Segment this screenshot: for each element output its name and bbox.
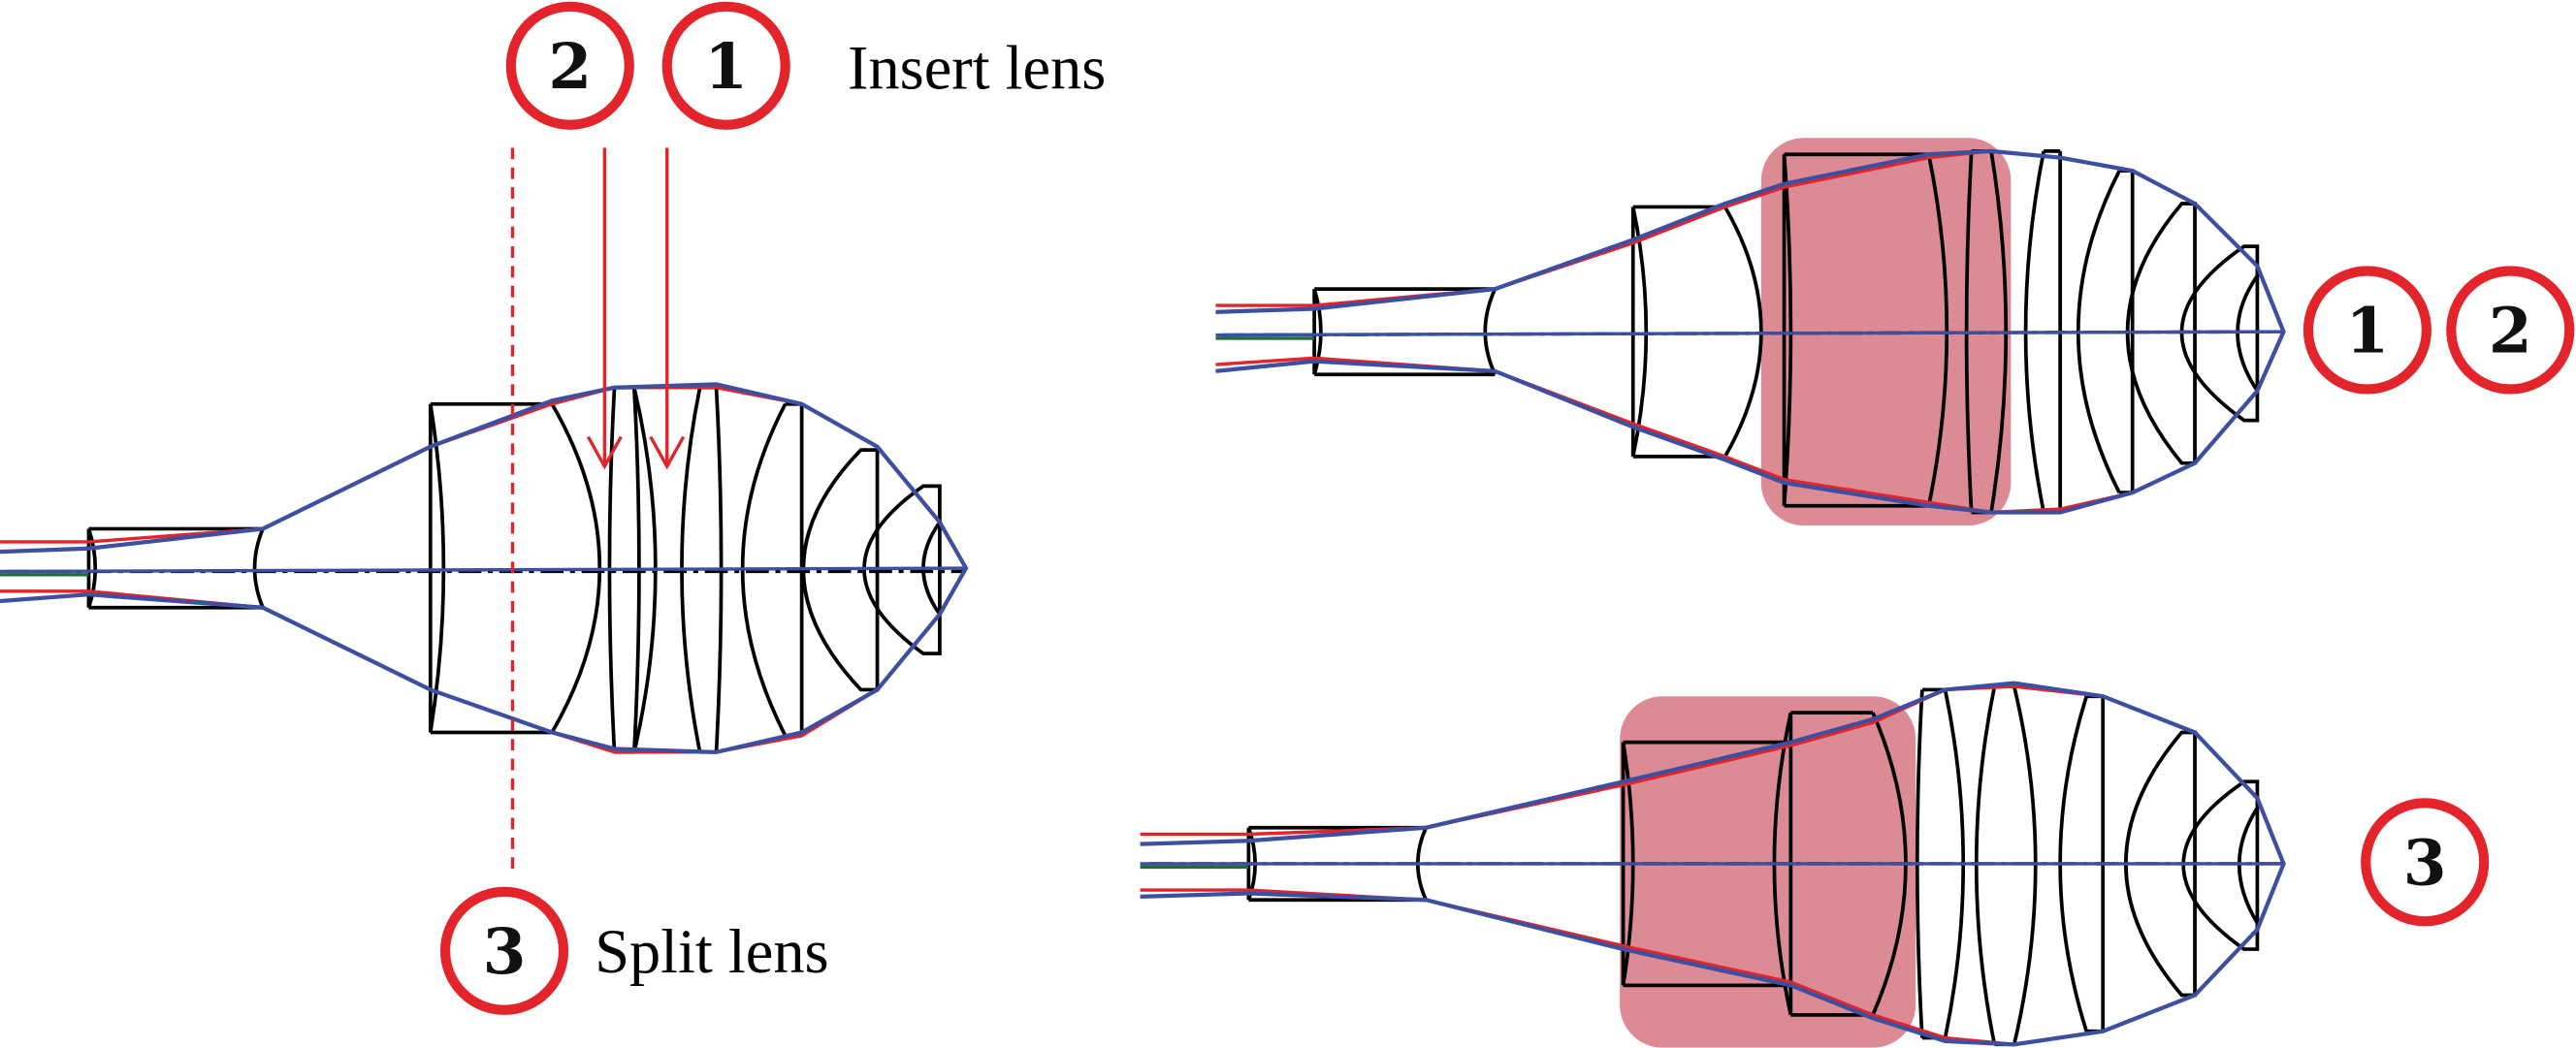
badge-step-3-left: 3 <box>439 886 569 1015</box>
ray-traces <box>1140 681 2286 1047</box>
svg-text:3: 3 <box>2403 827 2447 900</box>
insert-markers <box>586 147 686 470</box>
badge-step-1-right: 1 <box>2302 266 2431 395</box>
ray-traces <box>0 382 969 754</box>
inserted-lens-system <box>1215 138 2286 526</box>
badge-step-1-top: 1 <box>661 1 790 130</box>
split-lens-caption: Split lens <box>595 917 828 986</box>
svg-text:1: 1 <box>704 31 748 104</box>
svg-text:2: 2 <box>2489 296 2532 368</box>
svg-text:2: 2 <box>548 31 592 104</box>
ray-traces <box>1215 148 2286 515</box>
original-lens-system <box>0 147 969 874</box>
svg-text:1: 1 <box>2346 296 2390 368</box>
insert-lens-caption: Insert lens <box>848 33 1106 102</box>
badge-step-3-right: 3 <box>2361 798 2490 927</box>
svg-text:3: 3 <box>483 916 527 989</box>
split-lens-system <box>1140 681 2286 1048</box>
badge-step-2-top: 2 <box>505 1 634 130</box>
badge-step-2-right: 2 <box>2446 266 2575 395</box>
